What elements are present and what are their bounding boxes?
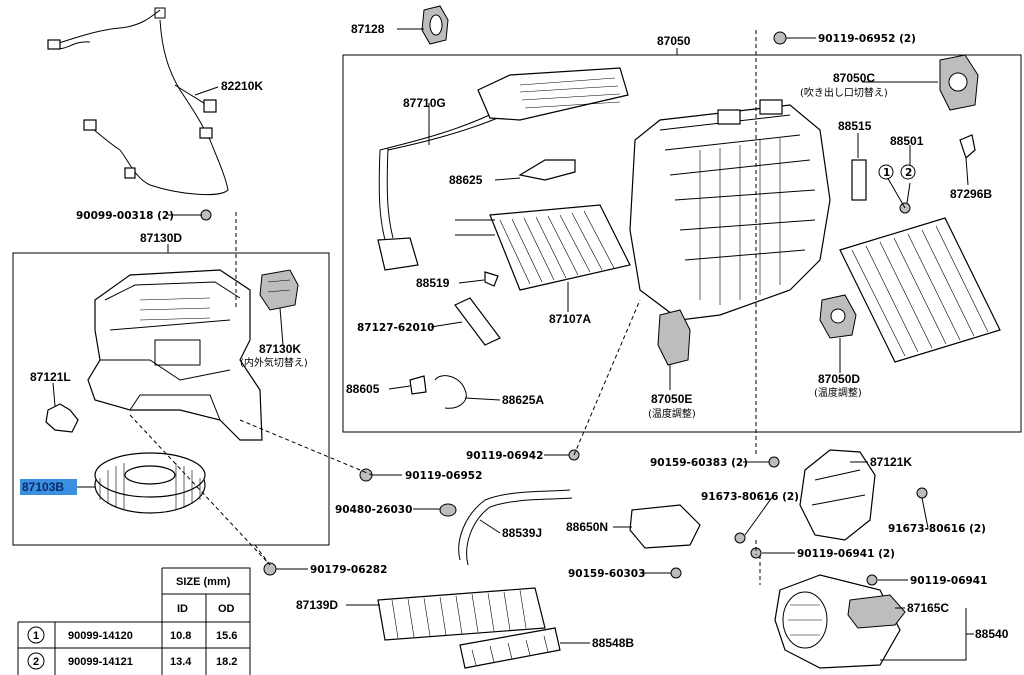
label-87103b[interactable]: 87103B	[22, 480, 64, 494]
label-88540[interactable]: 88540	[975, 627, 1009, 641]
label-87050[interactable]: 87050	[657, 34, 691, 48]
screw-90119-06952	[359, 468, 373, 482]
label-90119-06952[interactable]: 90119-06952	[405, 470, 482, 482]
label-87130d[interactable]: 87130D	[140, 231, 182, 245]
hose-88539j	[458, 489, 573, 566]
label-90159-60303[interactable]: 90159-60303	[568, 568, 645, 580]
label-87050d[interactable]: 87050D	[818, 372, 860, 386]
label-88519[interactable]: 88519	[416, 276, 450, 290]
label-87050c-desc: (吹き出し口切替え)	[800, 86, 888, 99]
size-table-row-id: 13.4	[170, 656, 192, 668]
size-table-row-num: 1	[33, 630, 39, 642]
amplifier-88650n	[629, 504, 701, 549]
label-90159-60383[interactable]: 90159-60383 (2)	[650, 457, 748, 469]
servo-87050c	[939, 54, 979, 111]
hvac-case-87050	[629, 99, 831, 321]
group-box-87050	[342, 54, 1022, 433]
size-table-row-od: 18.2	[216, 656, 237, 668]
label-90099-00318[interactable]: 90099-00318 (2)	[76, 210, 174, 222]
group-box-87130d	[12, 252, 330, 546]
wire-harness-82210k	[47, 7, 229, 196]
label-82210k[interactable]: 82210K	[221, 79, 263, 93]
label-87121l[interactable]: 87121L	[30, 370, 71, 384]
screw-90119-06941	[866, 574, 878, 586]
label-87296b[interactable]: 87296B	[950, 187, 992, 201]
label-90480-26030[interactable]: 90480-26030	[335, 504, 412, 516]
label-90119-06941[interactable]: 90119-06941	[910, 575, 987, 587]
cabin-filter-87139d	[377, 587, 546, 641]
resistor-87165c	[847, 594, 906, 629]
label-88548b[interactable]: 88548B	[592, 636, 634, 650]
callout-1: 1	[878, 164, 894, 180]
label-88625[interactable]: 88625	[449, 173, 483, 187]
servo-87130k	[259, 269, 299, 311]
pipe-87710g	[377, 67, 629, 271]
size-table-col-id: ID	[177, 603, 188, 615]
sensor-88605	[409, 375, 427, 395]
size-table-row-id: 10.8	[170, 630, 191, 642]
label-87107a[interactable]: 87107A	[549, 312, 591, 326]
screw-90159-60383	[768, 456, 780, 468]
size-table-row-od: 15.6	[216, 630, 237, 642]
size-table-row-part: 90099-14120	[68, 630, 133, 642]
label-87139d[interactable]: 87139D	[296, 598, 338, 612]
label-91673-80616-b[interactable]: 91673-80616 (2)	[888, 523, 986, 535]
label-87130k-desc: (内外気切替え)	[240, 356, 308, 369]
label-88625a[interactable]: 88625A	[502, 393, 544, 407]
bracket-87121k	[799, 449, 876, 541]
size-table-col-od: OD	[218, 603, 235, 615]
highlight-87103b	[20, 479, 77, 495]
hose-88625	[518, 159, 576, 181]
heater-core-87107a	[455, 204, 631, 291]
label-87050e-desc: (温度調整)	[648, 407, 696, 420]
size-table-row-num: 2	[33, 656, 39, 668]
screw-90099-00318	[200, 209, 212, 221]
screw-90159-60303	[670, 567, 682, 579]
label-90179-06282[interactable]: 90179-06282	[310, 564, 387, 576]
label-91673-80616-a[interactable]: 91673-80616 (2)	[701, 491, 799, 503]
grommet-90480-26030	[439, 503, 457, 517]
cover-88548b	[459, 627, 561, 669]
bracket-87121l	[45, 403, 79, 433]
evaporator-88501	[839, 202, 1001, 363]
size-table-title: SIZE (mm)	[176, 576, 231, 588]
label-90119-06952-2[interactable]: 90119-06952 (2)	[818, 33, 916, 45]
label-88650n[interactable]: 88650N	[566, 520, 608, 534]
label-88501[interactable]: 88501	[890, 134, 924, 148]
label-87128[interactable]: 87128	[351, 22, 385, 36]
label-88515[interactable]: 88515	[838, 119, 872, 133]
label-87710g[interactable]: 87710G	[403, 96, 446, 110]
label-87165c[interactable]: 87165C	[907, 601, 949, 615]
clip-88519	[484, 271, 499, 287]
label-90119-06941-2[interactable]: 90119-06941 (2)	[797, 548, 895, 560]
clip-87296b	[959, 134, 976, 160]
svg-text:1: 1	[883, 167, 890, 179]
clip-90119-06952-2	[773, 31, 787, 45]
label-87130k[interactable]: 87130K	[259, 342, 301, 356]
bolt-91673-80616-a	[734, 532, 746, 544]
callout-2: 2	[900, 164, 916, 180]
label-87127-62010[interactable]: 87127-62010	[357, 322, 434, 334]
sensor-88515	[851, 159, 867, 201]
label-87121k[interactable]: 87121K	[870, 455, 912, 469]
label-87050d-desc: (温度調整)	[814, 386, 862, 399]
label-90119-06942[interactable]: 90119-06942	[466, 450, 543, 462]
size-table-row-part: 90099-14121	[68, 656, 133, 668]
label-87050e[interactable]: 87050E	[651, 392, 692, 406]
blower-fan-87103b	[94, 452, 206, 514]
label-88605[interactable]: 88605	[346, 382, 380, 396]
bolt-91673-80616-b	[916, 487, 928, 499]
label-88539j[interactable]: 88539J	[502, 526, 542, 540]
intake-housing-87130d	[87, 269, 263, 441]
svg-text:2: 2	[905, 167, 912, 179]
label-87050c[interactable]: 87050C	[833, 71, 875, 85]
servo-87050e	[657, 309, 691, 366]
size-table: SIZE (mm) ID OD 1 90099-14120 10.8 15.6 …	[17, 567, 251, 675]
foam-87127-62010	[454, 297, 501, 346]
servo-87050d	[819, 294, 857, 339]
gasket-87128	[421, 5, 449, 45]
wire-88625a	[434, 375, 467, 409]
